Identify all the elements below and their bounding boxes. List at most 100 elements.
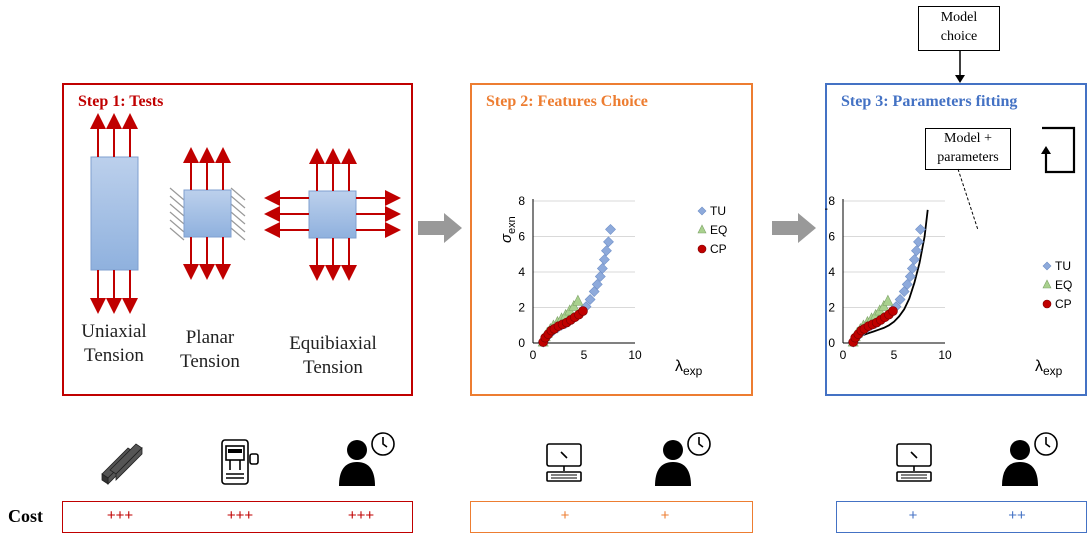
step3-chart: 0 2 4 6 8 0 5 10 σexp λexp TU EQ CP	[825, 194, 1072, 378]
testing-machine-icon	[221, 439, 259, 485]
legend-label-cp: CP	[1055, 297, 1072, 311]
cp-point	[578, 306, 588, 316]
uniaxial-line2: Tension	[84, 345, 144, 366]
y-tick-label: 2	[518, 301, 525, 315]
computer-icon-2	[896, 443, 932, 482]
y-axis-label: σexp	[825, 204, 828, 231]
tu-point	[908, 254, 920, 265]
step1-title: Step 1: Tests	[78, 93, 164, 110]
equibiaxial-specimen	[264, 148, 401, 281]
y-tick-label: 6	[518, 230, 525, 244]
legend-marker-cp	[697, 244, 707, 254]
y-tick-label: 0	[518, 336, 525, 350]
x-tick-label: 0	[840, 348, 847, 362]
tu-point	[591, 279, 603, 290]
x-tick-label: 10	[628, 348, 642, 362]
y-tick-label: 4	[828, 265, 835, 279]
step2-chart: 0 2 4 6 8 0 5 10 σexn λexp TU EQ CP	[498, 194, 727, 378]
arrow-step1-to-step2	[418, 213, 462, 243]
legend-label-cp: CP	[710, 242, 727, 256]
y-tick-label: 8	[828, 194, 835, 208]
legend-marker-eq	[697, 224, 707, 234]
uniaxial-label: Uniaxial Tension	[66, 320, 162, 368]
legend-marker-cp	[1042, 299, 1052, 309]
tu-point	[596, 263, 608, 274]
tu-point	[605, 223, 616, 235]
x-axis-label: λexp	[1035, 358, 1063, 378]
eq-point	[568, 299, 580, 311]
tu-point	[894, 294, 906, 305]
callout-line2: parameters	[937, 150, 999, 165]
planar-line1: Planar	[185, 327, 235, 348]
legend-label-tu: TU	[710, 204, 726, 218]
steel-bars-icon	[101, 443, 143, 485]
legend-label-tu: TU	[1055, 259, 1071, 273]
x-axis-label: λexp	[675, 358, 703, 378]
cost-step1-tu: +++	[106, 507, 134, 524]
cost-step3-a: +	[908, 507, 918, 524]
uniaxial-specimen	[90, 113, 139, 314]
computer-icon-1	[546, 443, 582, 482]
legend-marker-tu	[697, 206, 707, 216]
legend-label-eq: EQ	[1055, 278, 1072, 292]
step3-panel: Step 3: Parameters fitting	[825, 83, 1087, 396]
x-tick-label: 10	[938, 348, 952, 362]
eq-point	[878, 299, 890, 311]
person-time-icon-3	[1002, 432, 1058, 486]
tu-point	[911, 245, 922, 257]
tu-point	[601, 245, 612, 257]
person-time-icon-2	[655, 432, 711, 486]
tu-point	[906, 263, 918, 274]
legend-marker-tu	[1042, 261, 1052, 271]
tu-point	[594, 271, 606, 282]
step2-title: Step 2: Features Choice	[486, 93, 648, 110]
tu-point	[915, 223, 926, 235]
model-parameters-callout: Model + parameters	[925, 128, 1011, 170]
loop-arrow-icon	[1041, 126, 1076, 174]
legend-marker-eq	[1042, 279, 1052, 289]
model-fit-curve	[852, 209, 929, 344]
x-tick-label: 5	[581, 348, 588, 362]
planar-specimen	[169, 147, 246, 280]
y-tick-label: 8	[518, 194, 525, 208]
callout-line1: Model +	[944, 131, 992, 146]
y-tick-label: 4	[518, 265, 525, 279]
tu-point	[901, 279, 913, 290]
eq-point	[572, 294, 584, 306]
tu-point	[603, 236, 614, 248]
callout-leader	[957, 168, 979, 231]
y-tick-label: 6	[828, 230, 835, 244]
model-choice-line1: Model	[940, 10, 978, 25]
cost-step1-planar: +++	[226, 507, 254, 524]
cost-step2-a: +	[560, 507, 570, 524]
person-time-icon-1	[339, 432, 395, 486]
cost-box-step3: + ++	[836, 501, 1087, 533]
x-tick-label: 0	[530, 348, 537, 362]
legend-label-eq: EQ	[710, 223, 727, 237]
equibiaxial-line2: Tension	[303, 357, 363, 378]
equibiaxial-line1: Equibiaxial	[289, 333, 377, 354]
cost-box-step1: +++ +++ +++	[62, 501, 413, 533]
cost-step2-b: +	[660, 507, 670, 524]
eq-point	[882, 294, 894, 306]
planar-line2: Tension	[180, 351, 240, 372]
cost-box-step2: + +	[470, 501, 753, 533]
model-choice-arrow	[955, 50, 965, 83]
model-choice-box: Model choice	[918, 6, 1000, 51]
cost-label: Cost	[8, 506, 43, 526]
tu-point	[913, 236, 924, 248]
y-tick-label: 0	[828, 336, 835, 350]
cp-point	[888, 306, 898, 316]
y-tick-label: 2	[828, 301, 835, 315]
x-tick-label: 5	[891, 348, 898, 362]
model-choice-line2: choice	[940, 29, 978, 44]
tu-point	[904, 271, 916, 282]
cost-step1-equi: +++	[347, 507, 375, 524]
tu-point	[584, 294, 596, 305]
cost-step3-b: ++	[1008, 507, 1026, 524]
uniaxial-line1: Uniaxial	[81, 321, 147, 342]
planar-label: Planar Tension	[168, 326, 252, 374]
arrow-step2-to-step3	[772, 213, 816, 243]
y-axis-label: σexn	[498, 216, 518, 243]
test-schematics	[90, 113, 401, 314]
